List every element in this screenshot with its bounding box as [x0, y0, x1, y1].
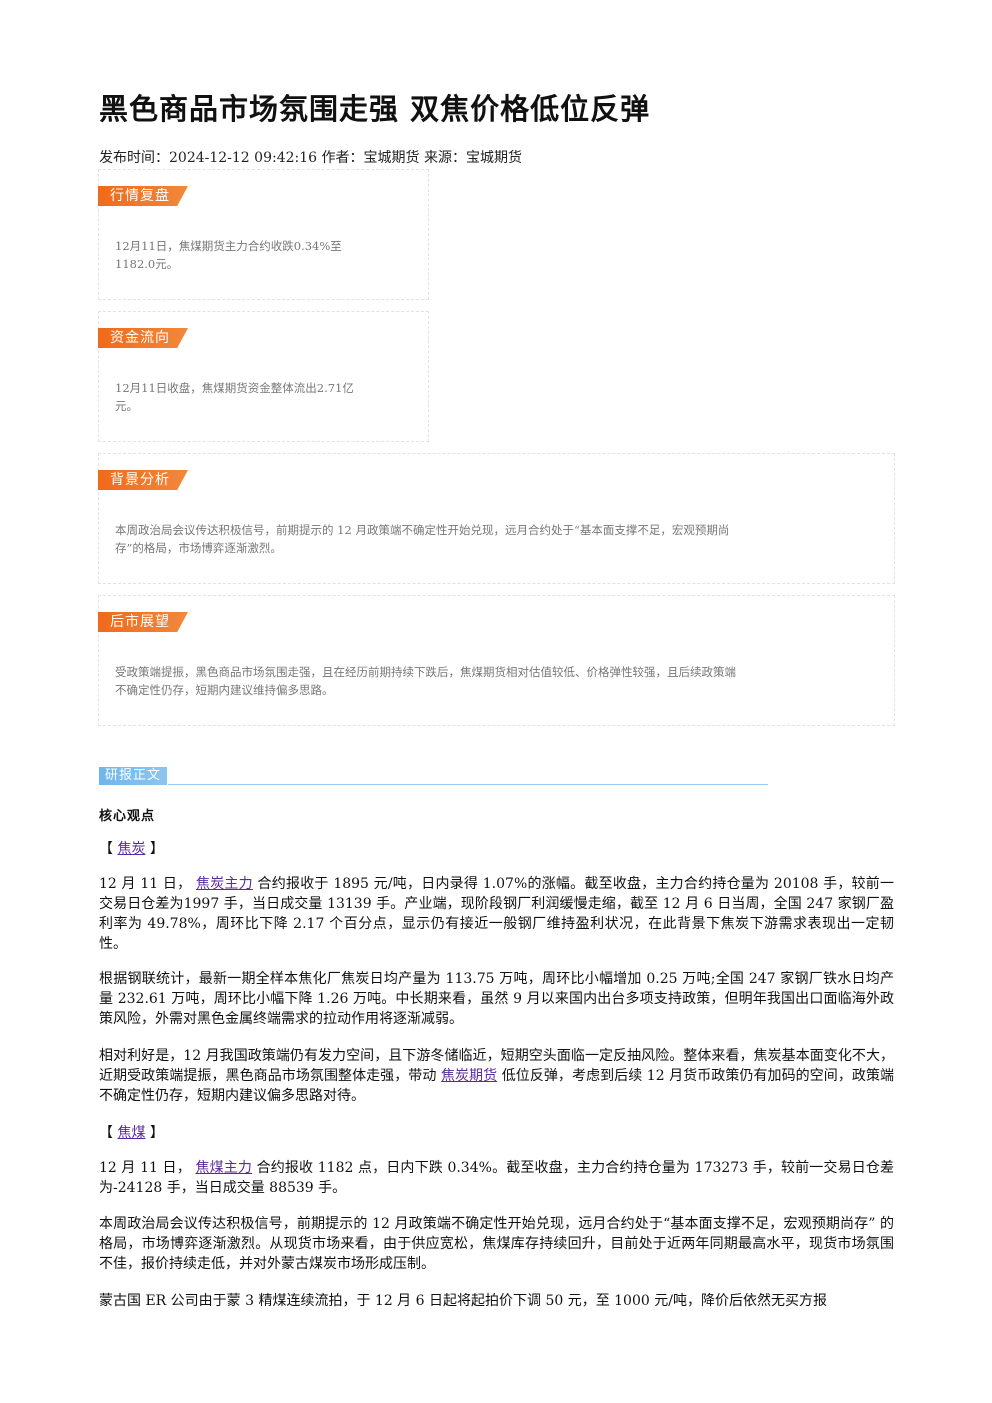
paragraph-text: 合约报收 1182 点，日内下跌 0.34%。截至收盘，主力合约持仓量为 173…: [99, 1160, 894, 1196]
market-review-box: 行情复盘 12月11日，焦煤期货主力合约收跌0.34%至 1182.0元。: [98, 169, 429, 300]
outlook-text: 受政策端提振，黑色商品市场氛围走强，且在经历前期持续下跌后，焦煤期货相对估值较低…: [115, 663, 736, 699]
market-review-text: 12月11日，焦煤期货主力合约收跌0.34%至 1182.0元。: [115, 237, 342, 273]
research-divider: [168, 784, 768, 785]
background-line: 存”的格局，市场博弈逐渐激烈。: [115, 541, 282, 555]
coke-paragraph-2: 根据钢联统计，最新一期全样本焦化厂焦炭日均产量为 113.75 万吨，周环比小幅…: [99, 971, 894, 1027]
outlook-tag: 后市展望: [98, 612, 188, 632]
fund-flow-box: 资金流向 12月11日收盘，焦煤期货资金整体流出2.71亿 元。: [98, 311, 429, 442]
coke-paragraph-3: 相对利好是，12 月我国政策端仍有发力空间，且下游冬储临近，短期空头面临一定反抽…: [99, 1046, 894, 1106]
background-box: 背景分析 本周政治局会议传达积极信号，前期提示的 12 月政策端不确定性开始兑现…: [98, 453, 895, 584]
bracket-close: 】: [145, 1125, 164, 1141]
coke-paragraph-1: 12 月 11 日， 焦炭主力 合约报收于 1895 元/吨，日内录得 1.07…: [99, 874, 894, 954]
article-meta: 发布时间：2024-12-12 09:42:16 作者：宝城期货 来源：宝城期货: [99, 150, 522, 166]
coal-section-heading: 【 焦煤 】: [99, 1122, 164, 1142]
paragraph-text: 12 月 11 日，: [99, 876, 196, 892]
background-text: 本周政治局会议传达积极信号，前期提示的 12 月政策端不确定性开始兑现，远月合约…: [115, 521, 729, 557]
background-tag: 背景分析: [98, 470, 188, 490]
coke-section-heading: 【 焦炭 】: [99, 838, 164, 858]
coal-paragraph-1: 12 月 11 日， 焦煤主力 合约报收 1182 点，日内下跌 0.34%。截…: [99, 1158, 894, 1198]
fund-flow-line: 12月11日收盘，焦煤期货资金整体流出2.71亿: [115, 381, 354, 395]
coke-link[interactable]: 焦炭: [117, 841, 146, 857]
paragraph-text: 相对利好是，12 月我国政策端仍有发力空间，且下游冬储临近，短期空头面临一定反抽…: [99, 1048, 894, 1084]
research-body-tag: 研报正文: [99, 767, 168, 785]
outlook-line: 受政策端提振，黑色商品市场氛围走强，且在经历前期持续下跌后，焦煤期货相对估值较低…: [115, 665, 736, 679]
page-title: 黑色商品市场氛围走强 双焦价格低位反弹: [99, 92, 651, 126]
fund-flow-line: 元。: [115, 399, 138, 413]
coke-futures-link[interactable]: 焦炭期货: [440, 1068, 498, 1084]
market-review-line: 12月11日，焦煤期货主力合约收跌0.34%至: [115, 239, 342, 253]
outlook-box: 后市展望 受政策端提振，黑色商品市场氛围走强，且在经历前期持续下跌后，焦煤期货相…: [98, 595, 895, 726]
fund-flow-text: 12月11日收盘，焦煤期货资金整体流出2.71亿 元。: [115, 379, 354, 415]
fund-flow-tag: 资金流向: [98, 328, 188, 348]
paragraph-text: 合约报收于 1895 元/吨，日内录得 1.07%的涨幅。截至收盘，主力合约持仓…: [99, 876, 894, 952]
market-review-tag: 行情复盘: [98, 186, 188, 206]
core-view-heading: 核心观点: [99, 809, 156, 824]
background-line: 本周政治局会议传达积极信号，前期提示的 12 月政策端不确定性开始兑现，远月合约…: [115, 523, 730, 537]
bracket-close: 】: [145, 841, 164, 857]
coke-main-contract-link[interactable]: 焦炭主力: [195, 876, 253, 892]
coal-paragraph-2: 本周政治局会议传达积极信号，前期提示的 12 月政策端不确定性开始兑现，远月合约…: [99, 1216, 894, 1272]
market-review-line: 1182.0元。: [115, 257, 179, 271]
bracket-open: 【: [99, 841, 118, 857]
coal-link[interactable]: 焦煤: [117, 1125, 146, 1141]
bracket-open: 【: [99, 1125, 118, 1141]
coal-main-contract-link[interactable]: 焦煤主力: [195, 1160, 253, 1176]
paragraph-text: 低位反弹，考虑到后续 12 月货币政策仍有加码的空间，政策端不确定性仍存，短期内…: [99, 1068, 895, 1104]
outlook-line: 不确定性仍存，短期内建议维持偏多思路。: [115, 683, 334, 697]
coal-paragraph-3: 蒙古国 ER 公司由于蒙 3 精煤连续流拍，于 12 月 6 日起将起拍价下调 …: [99, 1293, 827, 1309]
paragraph-text: 12 月 11 日，: [99, 1160, 196, 1176]
